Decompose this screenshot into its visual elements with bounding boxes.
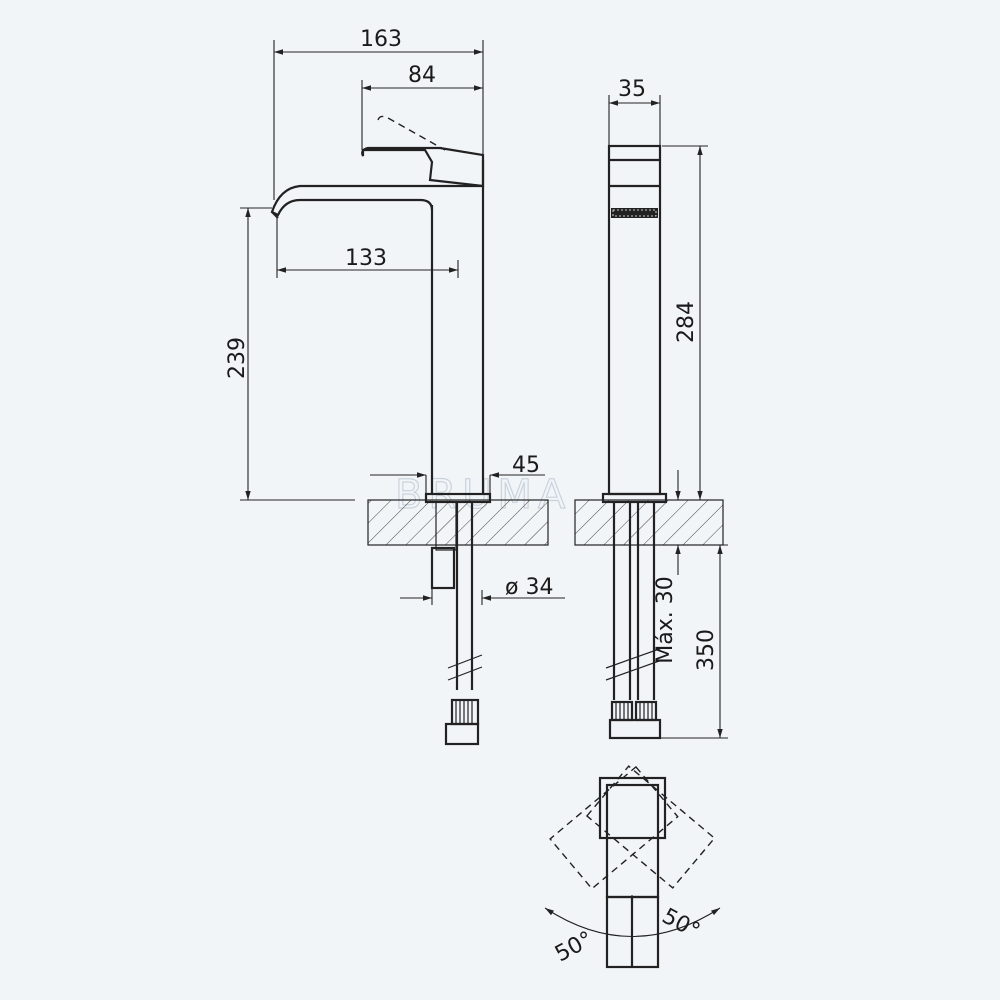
countertop-front: [574, 499, 724, 546]
front-view: 35 284 Máx. 30 350: [574, 77, 728, 740]
base-flange-front: [601, 492, 668, 504]
lever-side: [361, 146, 485, 188]
lever-top: [598, 776, 667, 840]
lever-rotated-right: [549, 765, 679, 890]
aerator-front: [611, 208, 658, 218]
dim-label-base-diameter: 45: [512, 453, 540, 478]
dim-label-total-width: 163: [360, 27, 402, 52]
spout-side: [270, 184, 483, 217]
rotation-label-right: 50°: [658, 904, 704, 944]
dim-label-spout-reach: 133: [345, 246, 387, 271]
lever-rotated-left: [585, 765, 716, 889]
top-view: 50° 50°: [544, 765, 721, 969]
hose-break-front: [605, 647, 663, 681]
dim-label-body-depth: 35: [618, 77, 646, 102]
hose-break: [447, 654, 483, 681]
dim-label-shank-diameter: ø 34: [505, 575, 553, 600]
hoses-front: [612, 502, 656, 700]
spout-tip: [271, 211, 279, 219]
dim-label-max-counter: Máx. 30: [653, 576, 678, 663]
dim-label-hose-length: 350: [694, 629, 719, 671]
hose-fittings-front: [608, 718, 662, 740]
dim-label-total-height: 284: [674, 301, 699, 343]
dim-label-lever-width: 84: [408, 63, 436, 88]
side-view: 163 84 133 239 45 ø 34: [225, 27, 565, 746]
dim-label-spout-height: 239: [225, 337, 250, 379]
faucet-body-front: [607, 144, 662, 496]
faucet-body-side: [430, 160, 485, 494]
hose-fitting-nut: [444, 722, 480, 746]
shank-nut-side: [430, 546, 456, 590]
rotation-label-left: 50°: [551, 927, 597, 967]
lever-dashed-position: [377, 115, 446, 151]
